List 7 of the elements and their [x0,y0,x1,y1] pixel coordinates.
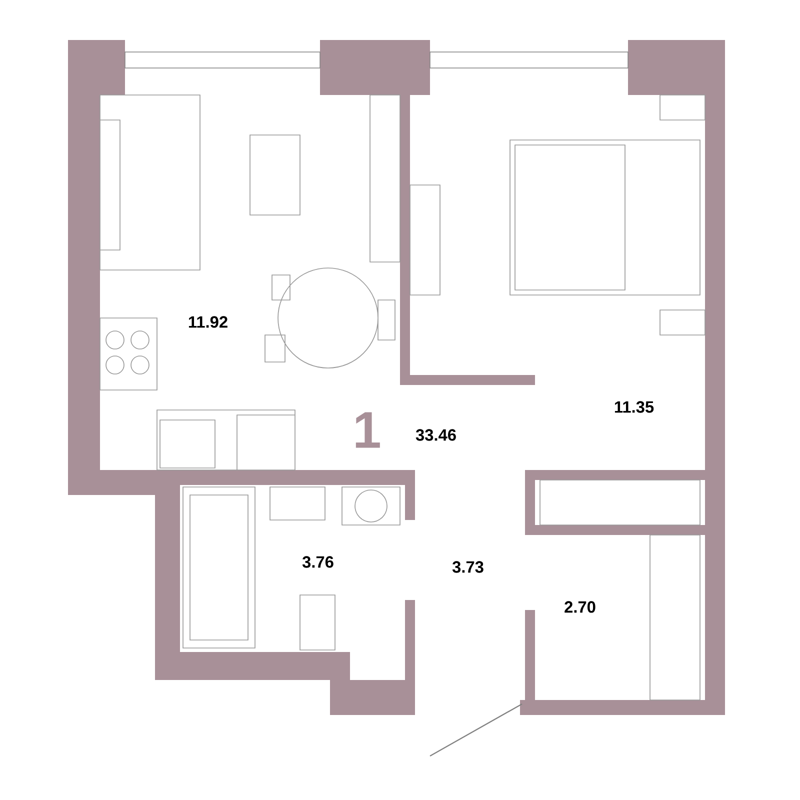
area-label: 33.46 [416,429,456,441]
room-count-label: 1 [356,412,380,448]
area-label: 3.73 [452,561,484,573]
area-label: 3.76 [302,556,334,568]
area-label: 2.70 [564,601,596,613]
area-label: 11.35 [614,401,654,413]
area-label: 11.92 [188,316,228,328]
